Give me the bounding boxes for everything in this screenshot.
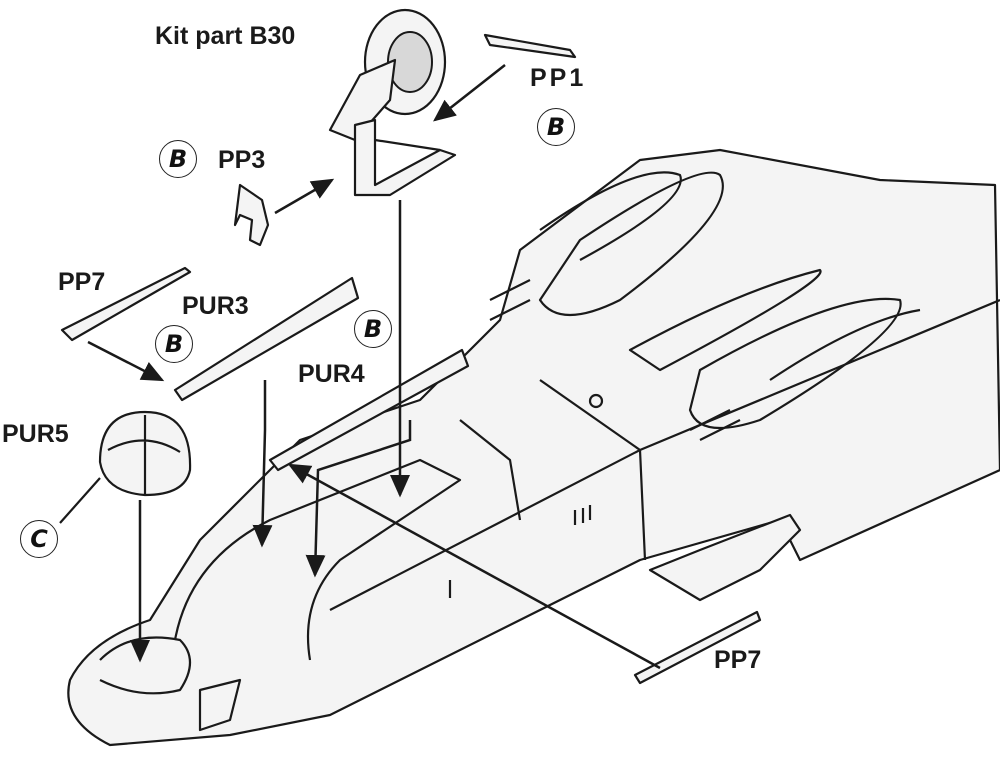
material-badge-c: C bbox=[20, 520, 58, 558]
material-badge-b: B bbox=[159, 140, 197, 178]
part-pp3 bbox=[233, 183, 270, 247]
label-pur3: PUR3 bbox=[182, 292, 249, 320]
part-pur4 bbox=[268, 348, 470, 472]
part-pp7-bottom bbox=[633, 610, 762, 685]
kit-part-b30-drawing bbox=[328, 8, 447, 142]
label-pp7-bottom: PP7 bbox=[714, 646, 762, 674]
label-pur5: PUR5 bbox=[2, 420, 69, 448]
assembly-arrows bbox=[59, 64, 661, 670]
label-pp7-top: PP7 bbox=[58, 268, 106, 296]
material-badge-b: B bbox=[155, 325, 193, 363]
fuselage bbox=[67, 148, 1000, 747]
material-badge-b: B bbox=[537, 108, 575, 146]
label-pp3: PP3 bbox=[218, 146, 266, 174]
material-badge-b: B bbox=[354, 310, 392, 348]
part-pur3 bbox=[173, 276, 360, 402]
label-pur4: PUR4 bbox=[298, 360, 365, 388]
label-pp1: PP1 bbox=[530, 64, 587, 92]
part-pur5 bbox=[98, 410, 192, 497]
label-kit-part-b30: Kit part B30 bbox=[155, 22, 296, 50]
mount-frame bbox=[353, 118, 457, 197]
part-pp7-top bbox=[60, 266, 192, 342]
part-pp1 bbox=[483, 33, 577, 59]
